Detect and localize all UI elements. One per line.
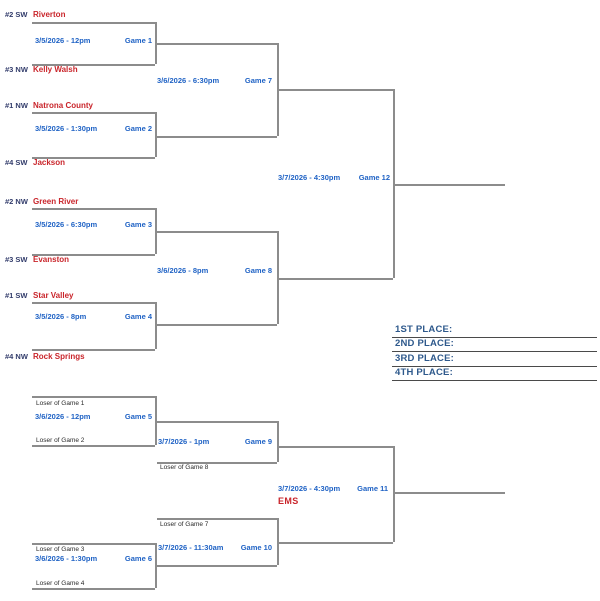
game-7-datetime: 3/6/2026 - 6:30pm	[157, 76, 220, 85]
loser-of-game-4-label: Loser of Game 4	[36, 580, 85, 587]
bracket-line-vertical	[155, 112, 157, 157]
game-9-datetime: 3/7/2026 - 1pm	[158, 437, 210, 446]
loser-of-game-8-label: Loser of Game 8	[160, 464, 209, 471]
game-11-label: Game 11	[357, 484, 388, 493]
bracket-line-horizontal	[32, 22, 155, 24]
first-place-line	[392, 337, 597, 339]
game-7-label: Game 7	[244, 76, 272, 85]
game-6-datetime: 3/6/2026 - 1:30pm	[35, 554, 98, 563]
game-5-label: Game 5	[124, 412, 152, 421]
bracket-line-horizontal	[32, 302, 155, 304]
bracket-line-vertical	[277, 421, 279, 462]
bracket-line-horizontal	[393, 492, 505, 494]
bracket-line-vertical	[155, 543, 157, 588]
bracket-line-vertical	[393, 89, 395, 278]
team-star-valley: Star Valley	[33, 291, 74, 300]
loser-of-game-7-label: Loser of Game 7	[160, 521, 209, 528]
game-8-label: Game 8	[244, 266, 272, 275]
bracket-line-horizontal	[32, 543, 155, 545]
game-4-label: Game 4	[124, 312, 152, 321]
game-11-datetime: 3/7/2026 - 4:30pm	[278, 484, 341, 493]
game-10-datetime: 3/7/2026 - 11:30am	[158, 543, 224, 552]
seed-rock-springs: #4 NW	[5, 352, 28, 361]
loser-of-game-3-label: Loser of Game 3	[36, 546, 85, 553]
bracket-line-vertical	[393, 446, 395, 542]
fourth-place-label: 4TH PLACE:	[395, 367, 453, 378]
bracket-line-vertical	[155, 396, 157, 445]
game-1-label: Game 1	[124, 36, 152, 45]
bracket-line-vertical	[155, 208, 157, 254]
bracket-line-horizontal	[155, 421, 277, 423]
game-2-datetime: 3/5/2026 - 1:30pm	[35, 124, 98, 133]
bracket-line-vertical	[277, 43, 279, 136]
team-kelly-walsh: Kelly Walsh	[33, 65, 78, 74]
bracket-line-horizontal	[277, 446, 393, 448]
bracket-line-horizontal	[32, 157, 155, 159]
game-3-datetime: 3/5/2026 - 6:30pm	[35, 220, 98, 229]
bracket-line-horizontal	[32, 254, 155, 256]
bracket-line-horizontal	[393, 184, 505, 186]
bracket-line-horizontal	[277, 542, 393, 544]
bracket-line-horizontal	[157, 518, 277, 520]
game-8-datetime: 3/6/2026 - 8pm	[157, 266, 209, 275]
team-natrona-county: Natrona County	[33, 101, 93, 110]
game-12-datetime: 3/7/2026 - 4:30pm	[278, 173, 341, 182]
seed-riverton: #2 SW	[5, 10, 28, 19]
team-rock-springs: Rock Springs	[33, 352, 85, 361]
team-jackson: Jackson	[33, 158, 66, 167]
game-4-datetime: 3/5/2026 - 8pm	[35, 312, 87, 321]
bracket-line-horizontal	[155, 324, 277, 326]
seed-star-valley: #1 SW	[5, 291, 28, 300]
team-green-river: Green River	[33, 197, 79, 206]
game-11-venue: EMS	[278, 496, 299, 506]
game-2-label: Game 2	[124, 124, 152, 133]
bracket-line-horizontal	[277, 89, 393, 91]
game-5-datetime: 3/6/2026 - 12pm	[35, 412, 91, 421]
bracket-line-horizontal	[32, 64, 155, 66]
third-place-line	[392, 366, 597, 368]
second-place-line	[392, 351, 597, 353]
fourth-place-line	[392, 380, 597, 382]
game-9-label: Game 9	[244, 437, 272, 446]
bracket-line-horizontal	[157, 462, 277, 464]
loser-of-game-2-label: Loser of Game 2	[36, 437, 85, 444]
game-1-datetime: 3/5/2026 - 12pm	[35, 36, 91, 45]
first-place-label: 1ST PLACE:	[395, 324, 453, 335]
bracket-line-horizontal	[32, 445, 155, 447]
game-3-label: Game 3	[124, 220, 152, 229]
bracket-line-horizontal	[277, 278, 393, 280]
seed-jackson: #4 SW	[5, 158, 28, 167]
bracket-line-vertical	[277, 518, 279, 565]
bracket-line-horizontal	[32, 349, 155, 351]
bracket-line-horizontal	[155, 231, 277, 233]
loser-of-game-1-label: Loser of Game 1	[36, 400, 85, 407]
second-place-label: 2ND PLACE:	[395, 338, 455, 349]
seed-kelly-walsh: #3 NW	[5, 65, 28, 74]
bracket-line-horizontal	[155, 136, 277, 138]
bracket-line-horizontal	[32, 112, 155, 114]
game-12-label: Game 12	[358, 173, 390, 182]
bracket-line-vertical	[155, 302, 157, 349]
bracket-line-horizontal	[155, 565, 277, 567]
team-riverton: Riverton	[33, 10, 66, 19]
bracket-line-horizontal	[155, 43, 277, 45]
game-6-label: Game 6	[124, 554, 152, 563]
bracket-line-horizontal	[32, 208, 155, 210]
bracket-line-vertical	[277, 231, 279, 324]
seed-evanston: #3 SW	[5, 255, 28, 264]
third-place-label: 3RD PLACE:	[395, 353, 455, 364]
team-evanston: Evanston	[33, 255, 70, 264]
bracket-line-horizontal	[32, 396, 155, 398]
bracket-line-vertical	[155, 22, 157, 64]
seed-green-river: #2 NW	[5, 197, 28, 206]
bracket-line-horizontal	[32, 588, 155, 590]
seed-natrona-county: #1 NW	[5, 101, 28, 110]
game-10-label: Game 10	[240, 543, 272, 552]
